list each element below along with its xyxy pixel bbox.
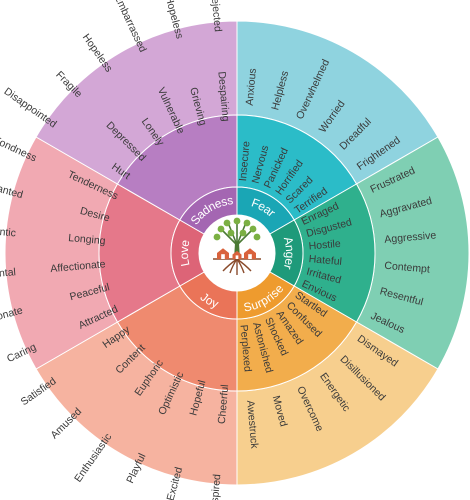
outer-emotion-label: Disappointed: [2, 85, 59, 130]
house-shape: [217, 248, 229, 259]
tree-leaf: [213, 233, 221, 241]
middle-emotion-label: Affectionate: [50, 258, 106, 275]
middle-ring: InsecureNervousPanickedHorrifiedScaredTe…: [50, 71, 376, 425]
house-door: [248, 254, 252, 259]
middle-emotion-label: Perplexed: [238, 324, 254, 372]
house-door: [235, 255, 239, 259]
outer-emotion-label: Enthusiastic: [72, 431, 114, 484]
middle-emotion-label: Hostile: [308, 238, 341, 253]
tree-leaf: [227, 229, 235, 237]
outer-emotion-label: Rejected: [208, 0, 224, 32]
outer-emotion-label: Contempt: [384, 260, 430, 276]
outer-emotion-label: Aggressive: [384, 229, 437, 245]
tree-leaf: [233, 217, 241, 225]
middle-emotion-label: Longing: [68, 232, 106, 247]
outer-emotion-label: Anxious: [244, 68, 259, 106]
house-shape: [232, 250, 242, 259]
root-stroke: [236, 258, 252, 272]
house-door: [221, 254, 225, 259]
tree-branch: [236, 230, 252, 246]
house-shape: [244, 248, 256, 259]
tree-leaf: [253, 233, 261, 241]
middle-emotion-label: Insecure: [237, 140, 252, 181]
tree-leaf: [243, 219, 251, 227]
core-emotion-label: Anger: [281, 235, 297, 271]
middle-emotion-label: Cheerful: [216, 384, 231, 425]
outer-emotion-label: Inspired: [208, 473, 223, 500]
tree-leaf: [223, 219, 231, 227]
outer-emotion-label: Embarrassed: [112, 0, 149, 54]
outer-emotion-label: Awestruck: [244, 400, 260, 450]
tree-leaf: [249, 225, 257, 233]
center-hub: [199, 215, 275, 291]
tree-with-houses-icon: [213, 217, 261, 275]
middle-emotion-label: Despairing: [215, 71, 231, 122]
outer-emotion-label: Romantic: [0, 224, 16, 240]
tree-leaf: [239, 229, 247, 237]
tree-branch: [222, 230, 238, 246]
tree-leaf: [217, 225, 225, 233]
middle-emotion-label: Hateful: [308, 253, 342, 268]
